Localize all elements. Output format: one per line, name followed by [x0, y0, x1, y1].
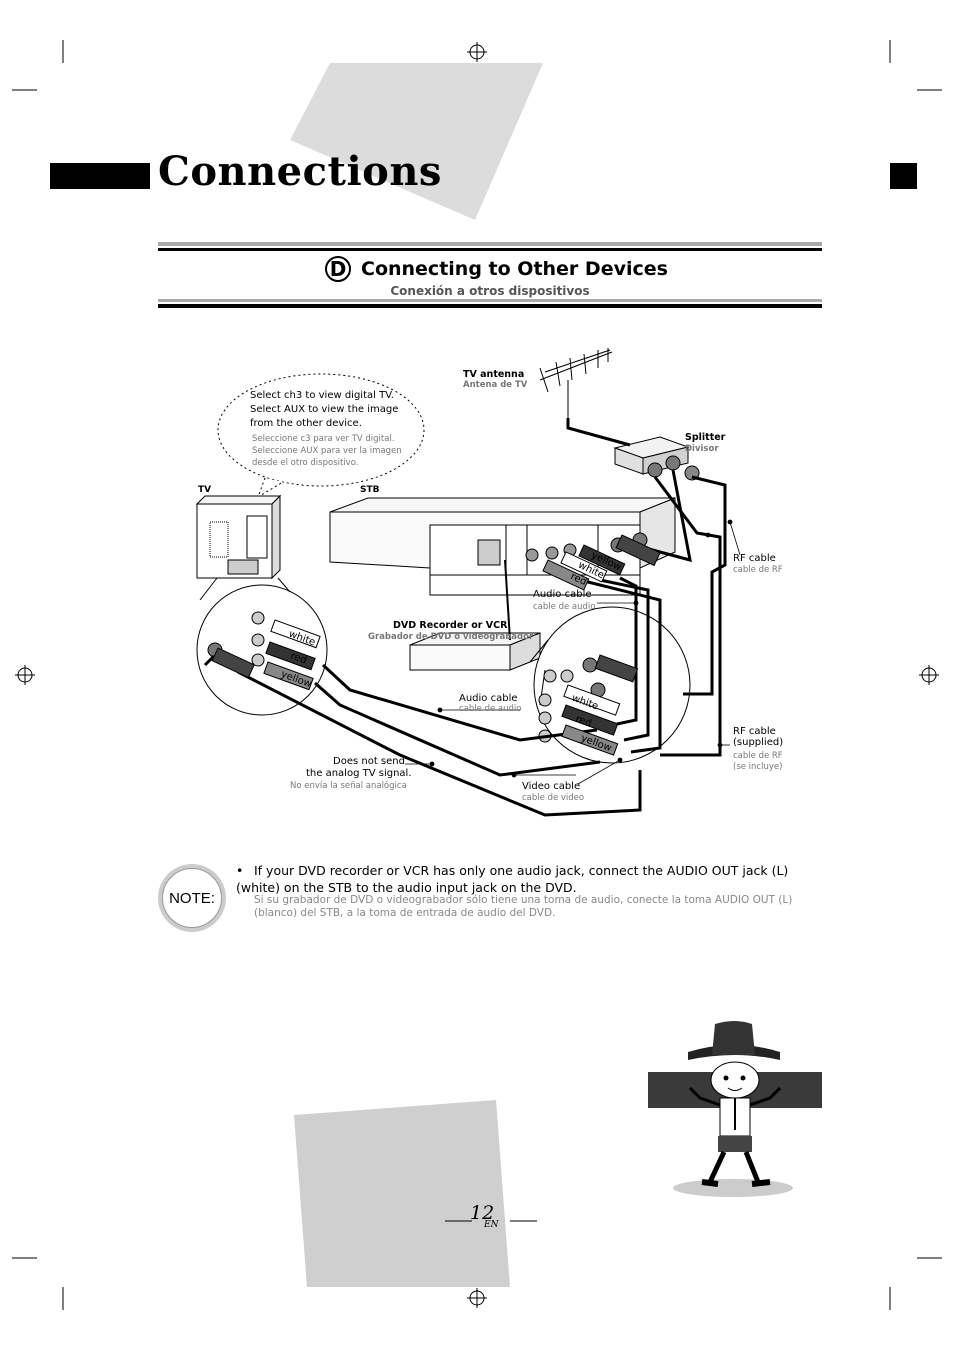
- plug-dvd-circle: [561, 654, 639, 756]
- tv-antenna-label: TV antenna: [463, 369, 525, 380]
- leader-lines: [405, 519, 741, 785]
- dvd-recorder-label-es: Grabador de DVD o videograbador: [368, 632, 534, 642]
- note-item: •If your DVD recorder or VCR has only on…: [236, 862, 821, 897]
- not-send-label-es: No envía la señal analógica: [290, 781, 407, 791]
- page-number: 12: [470, 1202, 495, 1224]
- audio-cable-label-2: Audio cable: [459, 693, 518, 704]
- rf-cable-label-es: cable de RF: [733, 565, 783, 575]
- dvd-recorder-label: DVD Recorder or VCR: [393, 620, 508, 631]
- audio-cable-label-1: Audio cable: [533, 589, 592, 600]
- tv-drawing: [195, 494, 282, 580]
- section-rule-bottom: [158, 299, 822, 302]
- gray-parallelogram-top: [290, 63, 543, 220]
- tv-antenna-drawing: [539, 348, 613, 418]
- note-label: NOTE:: [162, 868, 222, 928]
- tv-label: TV: [198, 485, 212, 495]
- mascot-illustration: [648, 1021, 822, 1197]
- bubble-text-3: from the other device.: [250, 418, 362, 429]
- section-subtitle: Conexión a otros dispositivos: [390, 284, 590, 298]
- note-bullet: •: [236, 863, 244, 878]
- not-send-label-2: the analog TV signal.: [306, 768, 412, 779]
- plug-stb: [542, 534, 661, 591]
- tv-antenna-label-es: Antena de TV: [463, 380, 528, 390]
- section-rule-top-2: [158, 248, 822, 251]
- stb-label: STB: [360, 485, 380, 495]
- note-text: If your DVD recorder or VCR has only one…: [236, 863, 789, 896]
- bubble-text-es-1: Seleccione c3 para ver TV digital.: [252, 434, 395, 444]
- video-cable-label: Video cable: [522, 781, 581, 792]
- bubble-text-2: Select AUX to view the image: [250, 404, 399, 415]
- rf-cable-label: RF cable: [733, 553, 776, 564]
- rf-cable-supplied-label-2: (supplied): [733, 737, 784, 748]
- connection-diagram: [195, 348, 741, 817]
- note-text-es: Si su grabador de DVD o videograbador só…: [254, 894, 793, 920]
- section-rule-bottom-2: [158, 304, 822, 308]
- rf-cable-supplied-label-es-2: (se incluye): [733, 762, 783, 772]
- bubble-text-es-3: desde el otro dispositivo.: [252, 458, 359, 468]
- plug-tv-circle: [211, 619, 321, 691]
- page-language: EN: [484, 1220, 499, 1230]
- bubble-text-1: Select ch3 to view digital TV.: [250, 390, 394, 401]
- splitter-label-es: Divisor: [685, 444, 719, 454]
- section-rule-top: [158, 242, 822, 246]
- gray-parallelogram-bottom: [294, 1100, 510, 1287]
- page-number-rules: [445, 1220, 537, 1222]
- title-bar-left: [50, 163, 150, 189]
- not-send-label-1: Does not send: [333, 756, 405, 767]
- speech-bubble: [217, 373, 425, 487]
- rf-cable-supplied-label-1: RF cable: [733, 726, 776, 737]
- cables: [203, 418, 727, 817]
- note-badge: NOTE:: [158, 864, 226, 932]
- video-cable-label-es: cable de video: [522, 793, 585, 803]
- section-title: Connecting to Other Devices: [361, 258, 668, 280]
- splitter-label: Splitter: [685, 432, 726, 443]
- section-header: D Connecting to Other Devices: [325, 256, 668, 282]
- title-bar-right: [890, 163, 917, 189]
- bubble-text-es-2: Seleccione AUX para ver la imagen: [252, 446, 402, 456]
- dvd-recorder-drawing: [409, 632, 541, 671]
- section-badge: D: [325, 256, 351, 282]
- audio-cable-label-2-es: cable de audio: [459, 704, 522, 714]
- audio-cable-label-1-es: cable de audio: [533, 602, 596, 612]
- dvd-zoom-circle: [533, 606, 691, 764]
- rf-cable-supplied-label-es-1: cable de RF: [733, 751, 783, 761]
- page-title: Connections: [158, 148, 442, 195]
